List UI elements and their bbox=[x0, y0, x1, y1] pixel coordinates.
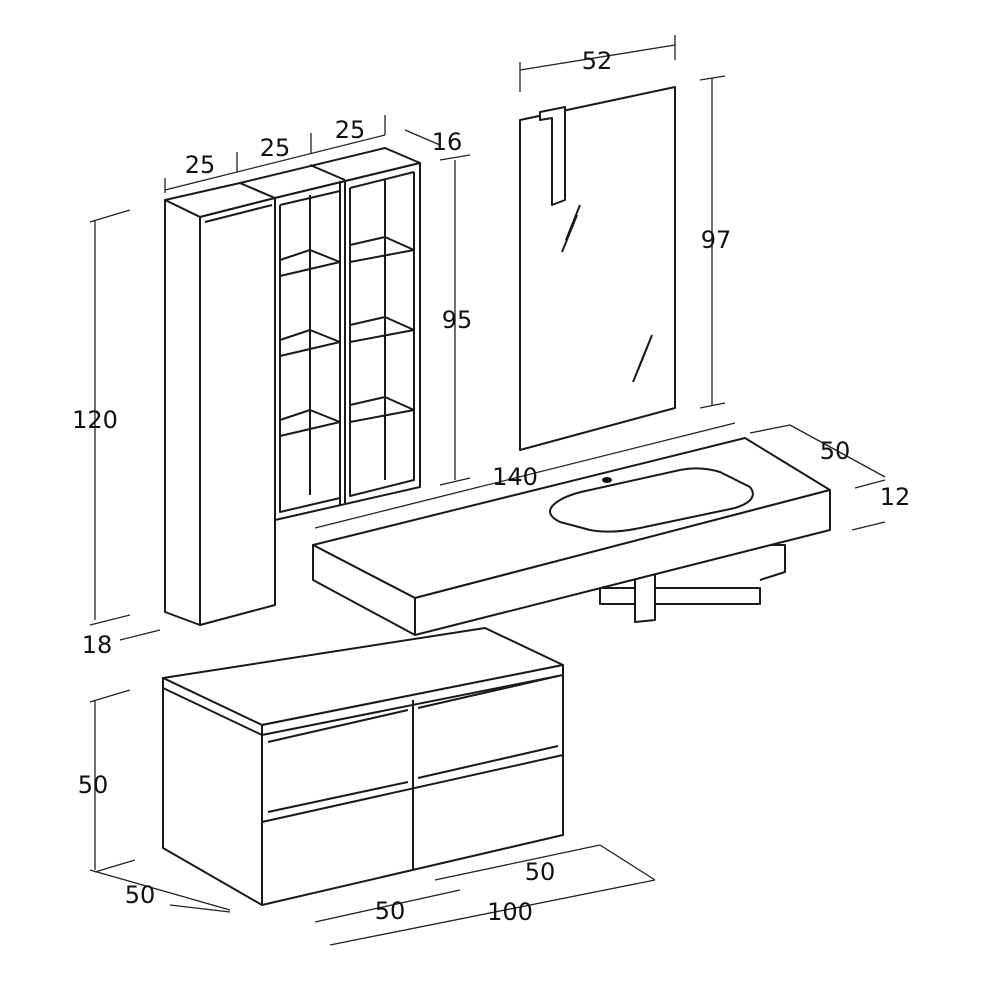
dim-shelf-width-3: 25 bbox=[335, 116, 366, 144]
washbasin-top bbox=[312, 437, 831, 636]
dim-base-width: 100 bbox=[487, 898, 533, 926]
dim-drawer-width-left: 50 bbox=[375, 897, 406, 925]
dim-top-depth: 50 bbox=[820, 437, 851, 465]
dim-shelf-height: 95 bbox=[442, 306, 473, 334]
dim-shelf-depth: 16 bbox=[432, 128, 463, 156]
dim-column-depth: 18 bbox=[82, 631, 113, 659]
dim-mirror-width: 52 bbox=[582, 47, 613, 75]
dim-mirror-height: 97 bbox=[701, 226, 732, 254]
open-shelf-unit bbox=[239, 147, 421, 521]
tall-column-cabinet bbox=[164, 182, 276, 626]
dim-drawer-width-right: 50 bbox=[525, 858, 556, 886]
dim-column-height: 120 bbox=[72, 406, 118, 434]
dim-shelf-width-2: 25 bbox=[260, 134, 291, 162]
dimension-labels: 25 25 25 16 52 97 95 120 18 140 50 12 50… bbox=[72, 47, 910, 926]
shelves bbox=[279, 180, 415, 495]
mirror bbox=[519, 86, 676, 451]
dim-shelf-width-1: 25 bbox=[185, 151, 216, 179]
dim-top-width: 140 bbox=[492, 463, 538, 491]
dim-base-height: 50 bbox=[78, 771, 109, 799]
tap-hole-icon bbox=[602, 477, 612, 483]
dim-top-thickness: 12 bbox=[880, 483, 911, 511]
dim-base-depth: 50 bbox=[125, 881, 156, 909]
base-cabinet bbox=[162, 627, 564, 906]
dimension-lines bbox=[89, 35, 886, 946]
